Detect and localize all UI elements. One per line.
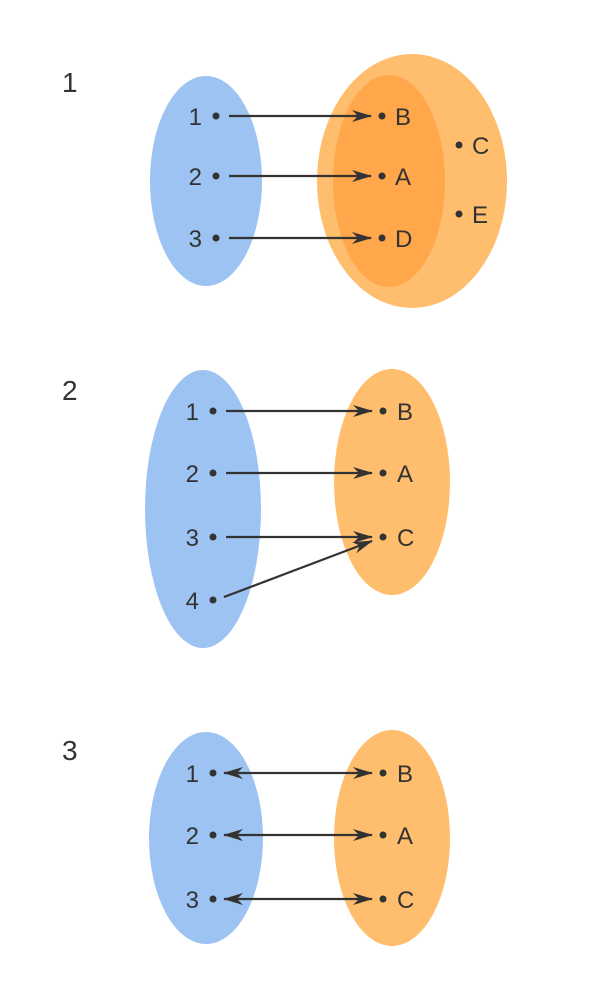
domain-element: 1 — [186, 399, 199, 426]
element-dot — [379, 407, 387, 415]
domain-element: 3 — [186, 525, 199, 552]
codomain-element: B — [395, 104, 411, 131]
domain-element: 4 — [186, 588, 199, 615]
domain-element: 2 — [189, 164, 202, 191]
codomain-element: B — [397, 399, 413, 426]
element-dot — [455, 210, 463, 218]
codomain-element: A — [395, 164, 411, 191]
element-dot — [379, 831, 387, 839]
domain-element: 1 — [186, 761, 199, 788]
domain-element: 3 — [189, 226, 202, 253]
element-dot — [209, 769, 217, 777]
domain-element: 2 — [186, 823, 199, 850]
domain-element: 1 — [189, 104, 202, 131]
codomain-set — [334, 369, 450, 595]
domain-element: 3 — [186, 887, 199, 914]
element-dot — [379, 469, 387, 477]
element-dot — [378, 234, 386, 242]
diagram-2: 2 1 2 3 4 B A C — [62, 369, 450, 648]
element-dot — [212, 234, 220, 242]
domain-element: 2 — [186, 461, 199, 488]
element-dot — [379, 533, 387, 541]
domain-set — [149, 732, 263, 944]
element-dot — [378, 172, 386, 180]
element-dot — [209, 895, 217, 903]
element-dot — [209, 831, 217, 839]
element-dot — [212, 112, 220, 120]
element-dot — [209, 533, 217, 541]
element-dot — [209, 596, 217, 604]
codomain-element: C — [472, 133, 489, 160]
element-dot — [379, 895, 387, 903]
domain-set — [145, 370, 261, 648]
element-dot — [209, 469, 217, 477]
diagram-number: 2 — [62, 375, 78, 406]
element-dot — [379, 769, 387, 777]
codomain-element: A — [397, 461, 413, 488]
domain-set — [150, 76, 262, 286]
element-dot — [212, 172, 220, 180]
codomain-element: E — [472, 202, 488, 229]
range-set — [333, 75, 445, 287]
element-dot — [209, 407, 217, 415]
diagram-number: 3 — [62, 735, 78, 766]
codomain-set — [334, 730, 450, 946]
mapping-arrow — [223, 539, 373, 599]
codomain-element: C — [397, 887, 414, 914]
codomain-element: C — [397, 525, 414, 552]
diagram-3: 3 1 2 3 B A C — [62, 730, 450, 946]
element-dot — [455, 141, 463, 149]
codomain-element: A — [397, 823, 413, 850]
diagram-number: 1 — [62, 67, 78, 98]
diagram-1: 1 1 2 3 B A D C E — [62, 54, 507, 308]
element-dot — [378, 112, 386, 120]
codomain-element: B — [397, 761, 413, 788]
codomain-element: D — [395, 226, 412, 253]
